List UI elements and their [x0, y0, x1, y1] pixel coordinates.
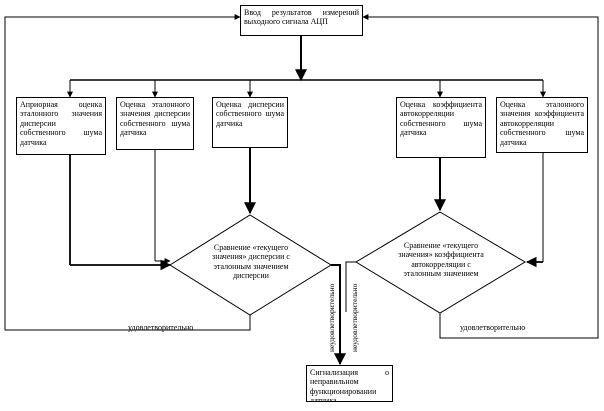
right-satisfactory-label: удовлетворительно	[460, 323, 526, 332]
variance-estimate-box: Оценка дисперсии собственного шума датчи…	[212, 97, 288, 148]
left-unsatisfactory-label: неудовлетворительно	[327, 283, 336, 352]
apriori-variance-estimate-box: Априорная оценка эталонного значения дис…	[16, 97, 106, 155]
autocorr-compare-text: Сравнение «текущего значения» коэффициен…	[398, 241, 484, 279]
variance-compare-text: Сравнение «текущего значения» дисперсии …	[212, 243, 290, 281]
left-satisfactory-label: удовлетворительно	[128, 323, 194, 332]
left-satisfactory-loop	[4, 14, 251, 331]
autocorr-estimate-box: Оценка коэффициента автокорреляции собст…	[396, 97, 486, 158]
alarm-box: Сигнализация о неправильном функциониров…	[306, 365, 393, 402]
left-unsatisfactory-arrow	[331, 264, 346, 366]
right-satisfactory-loop	[362, 14, 599, 339]
variance-reference-estimate-box: Оценка эталонного значения дисперсии соб…	[116, 97, 194, 150]
autocorr-reference-estimate-box: Оценка эталонного значения коэффициента …	[496, 97, 588, 153]
right-unsatisfactory-label: неудовлетворительно	[350, 283, 359, 352]
right-unsatisfactory-line	[345, 261, 356, 312]
input-box: Ввод результатов измерений выходного сиг…	[240, 5, 363, 36]
